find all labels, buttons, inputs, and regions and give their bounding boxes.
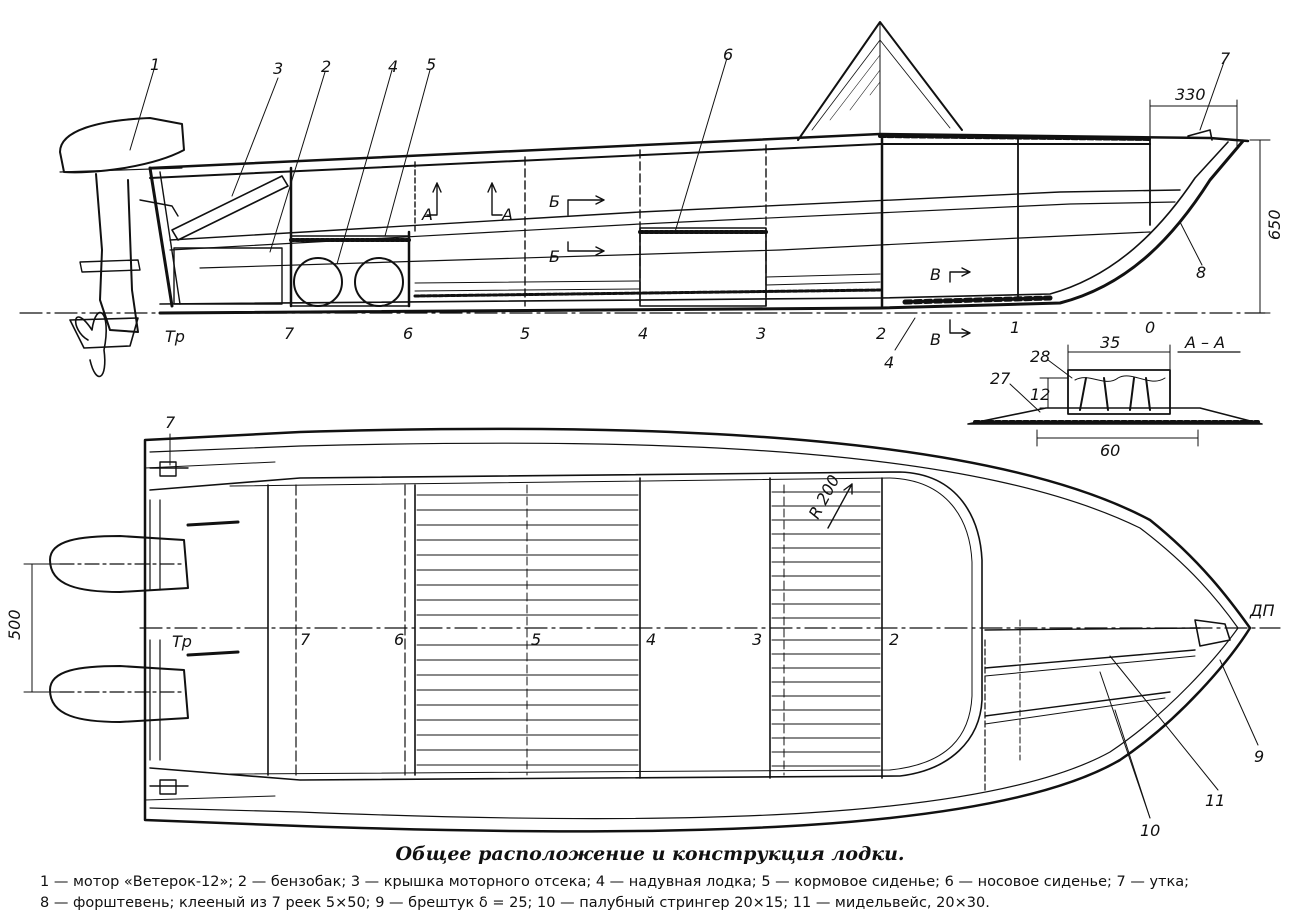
legend-item-7: 7 — утка;: [1116, 874, 1190, 890]
callout-2-side: 2: [321, 57, 331, 76]
section-mark-a-right: А: [501, 205, 513, 224]
frame-3-side: 3: [756, 324, 766, 343]
frame-1-side: 1: [1010, 318, 1020, 337]
section-aa-title: А – А: [1184, 333, 1225, 352]
callout-11-plan: 11: [1205, 791, 1225, 810]
frame-7-plan: 7: [300, 630, 311, 649]
side-elevation: [19, 21, 1266, 378]
callout-7-plan: 7: [165, 413, 176, 432]
section-aa-dim-12: 12: [1030, 385, 1050, 404]
frame-tr-plan: Тр: [172, 632, 192, 651]
legend-item-5: 5 — кормовое сиденье;: [761, 874, 941, 890]
callout-3-side: 3: [273, 59, 283, 78]
callout-27: 27: [990, 369, 1011, 388]
section-mark-b-bottom: Б: [549, 247, 560, 266]
section-aa: [967, 344, 1263, 447]
legend-item-2: 2 — бензобак;: [237, 874, 347, 890]
callout-7-side: 7: [1220, 49, 1231, 68]
frame-4-plan: 4: [646, 630, 656, 649]
section-aa-dim-60: 60: [1100, 441, 1120, 460]
legend-item-6: 6 — носовое сиденье;: [944, 874, 1112, 890]
frame-5-plan: 5: [531, 630, 541, 649]
frame-2-side: 2: [876, 324, 886, 343]
callout-28: 28: [1030, 347, 1050, 366]
frame-7-side: 7: [284, 324, 295, 343]
plan-view: [23, 427, 1281, 833]
figure-legend: 1 — мотор «Ветерок-12»; 2 — бензобак; 3 …: [40, 872, 1270, 914]
section-aa-dim-35: 35: [1100, 333, 1120, 352]
callout-4-side: 4: [388, 57, 398, 76]
dimension-650: 650: [1265, 209, 1284, 240]
callout-4-side-keel: 4: [884, 353, 894, 372]
frame-2-plan: 2: [889, 630, 899, 649]
callout-9-plan: 9: [1254, 747, 1264, 766]
legend-item-8: 8 — форштевень; клееный из 7 реек 5×50;: [40, 895, 371, 911]
callout-10-plan: 10: [1140, 821, 1160, 840]
figure-caption: Общее расположение и конструкция лодки.: [395, 843, 905, 865]
section-mark-v-top: В: [930, 265, 941, 284]
callout-6-side: 6: [723, 45, 733, 64]
legend-item-11: 11 — мидельвейс, 20×30.: [792, 895, 990, 911]
frame-0-side: 0: [1145, 318, 1155, 337]
legend-item-3: 3 — крышка моторного отсека;: [350, 874, 592, 890]
legend-item-10: 10 — палубный стрингер 20×15;: [537, 895, 789, 911]
legend-item-1: 1 — мотор «Ветерок-12»;: [40, 874, 234, 890]
callout-1-side: 1: [150, 55, 160, 74]
callout-5-side: 5: [426, 55, 436, 74]
dimension-330: 330: [1175, 85, 1206, 104]
legend-item-9: 9 — брештук δ = 25;: [375, 895, 533, 911]
callout-8-side: 8: [1196, 263, 1206, 282]
section-mark-b-top: Б: [549, 192, 560, 211]
frame-4-side: 4: [638, 324, 648, 343]
frame-6-plan: 6: [394, 630, 404, 649]
centerline-dp: ДП: [1249, 601, 1275, 620]
frame-6-side: 6: [403, 324, 413, 343]
section-mark-v-bottom: В: [930, 330, 941, 349]
frame-5-side: 5: [520, 324, 530, 343]
frame-tr-side: Тр: [165, 327, 185, 346]
dimension-500: 500: [5, 609, 24, 640]
legend-item-4: 4 — надувная лодка;: [595, 874, 757, 890]
section-mark-a-left: А: [421, 205, 433, 224]
frame-3-plan: 3: [752, 630, 762, 649]
